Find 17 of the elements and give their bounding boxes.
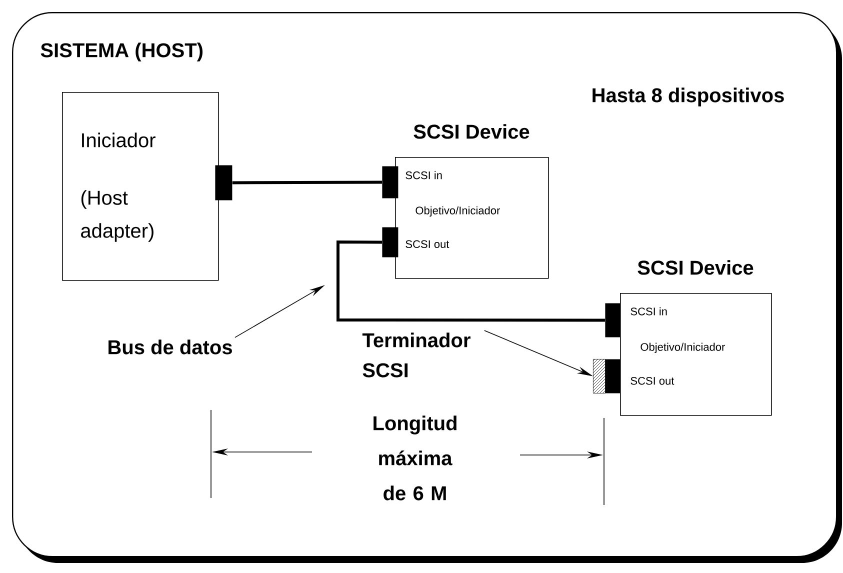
bus-cable bbox=[232, 180, 382, 184]
dimension-label: Longitud máxima de 6 M bbox=[374, 416, 456, 500]
note-text: Hasta 8 dispositivos bbox=[592, 88, 784, 106]
bus-cable bbox=[336, 240, 605, 322]
terminator-block bbox=[593, 359, 606, 394]
node-label: SCSI Device bbox=[638, 260, 754, 275]
connector-port bbox=[382, 166, 398, 198]
connector-port bbox=[605, 303, 620, 338]
device-box: SCSI Device SCSI in Objetivo/Iniciador SCSI out bbox=[620, 260, 772, 416]
callout-text: Bus de datos bbox=[108, 340, 232, 354]
initiator-box: Iniciador (Host adapter) bbox=[62, 92, 219, 281]
connector-port bbox=[605, 359, 620, 394]
connector-port bbox=[382, 227, 398, 258]
device-box: SCSI Device SCSI in Objetivo/Iniciador SCSI out bbox=[395, 124, 549, 279]
callout-text: Terminador SCSI bbox=[362, 332, 470, 378]
node-label: SCSI Device bbox=[414, 124, 530, 139]
connector-port bbox=[215, 165, 232, 200]
